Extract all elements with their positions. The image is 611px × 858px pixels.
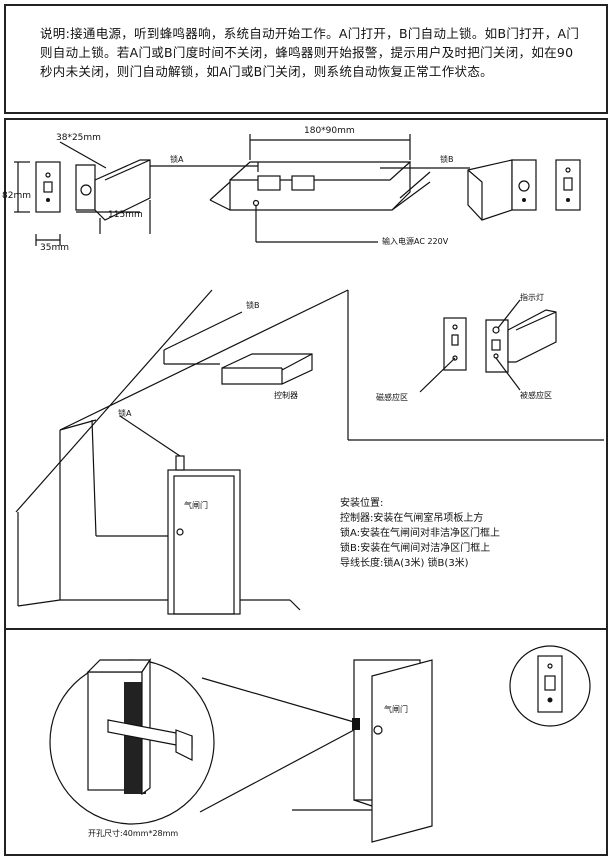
magnetic-zone-label: 磁感应区 — [376, 393, 408, 402]
lock-size-label: 38*25mm — [56, 133, 101, 143]
hole-size-label: 开孔尺寸:40mm*28mm — [88, 829, 179, 838]
door-label-1: 气闸门 — [184, 501, 208, 510]
install-info: 安装位置: 控制器:安装在气闸室吊项板上方 锁A:安装在气闸间对非洁净区门框上 … — [340, 496, 500, 571]
lock-width-label: 35mm — [40, 243, 69, 253]
controller-shelf — [163, 311, 313, 385]
power-input-label: 输入电源AC 220V — [382, 237, 449, 246]
install-lock-b: 锁B:安装在气闸间对洁净区门框上 — [340, 543, 491, 554]
lock-face-zoom — [509, 645, 591, 727]
lock-a-label-2: 锁A — [118, 409, 132, 418]
description-text: 说明:接通电源，听到蜂鸣器响，系统自动开始工作。A门打开，B门自动上锁。如B门打… — [40, 26, 580, 79]
description-panel — [4, 4, 608, 114]
lock-a-label: 锁A — [170, 155, 184, 164]
lock-b-label: 锁B — [440, 155, 454, 164]
door-b — [292, 659, 433, 843]
controller-label: 控制器 — [274, 391, 298, 400]
install-lock-a: 锁A:安装在气闸间对非洁净区门框上 — [340, 528, 501, 539]
indicator-label: 指示灯 — [520, 293, 544, 302]
lock-b-label-2: 锁B — [246, 301, 260, 310]
door-label-2: 气闸门 — [384, 705, 408, 714]
controller-box — [150, 134, 470, 243]
lock-detail-zoom — [347, 290, 604, 441]
lock-depth-label: 115mm — [108, 210, 143, 220]
door-a — [59, 415, 241, 615]
mounting-zoom-circle — [49, 658, 355, 825]
install-controller: 控制器:安装在气闸室吊项板上方 — [340, 513, 484, 524]
lock-a-side-view — [59, 141, 151, 234]
controller-size-label: 180*90mm — [304, 126, 355, 136]
install-wire: 导线长度:锁A(3米) 锁B(3米) — [340, 558, 469, 569]
install-title: 安装位置: — [340, 498, 384, 509]
sensed-zone-label: 被感应区 — [520, 391, 552, 400]
lock-height-label: 82mm — [2, 191, 31, 201]
lock-b-side-view — [467, 159, 581, 221]
lock-a-front-view — [14, 161, 61, 246]
